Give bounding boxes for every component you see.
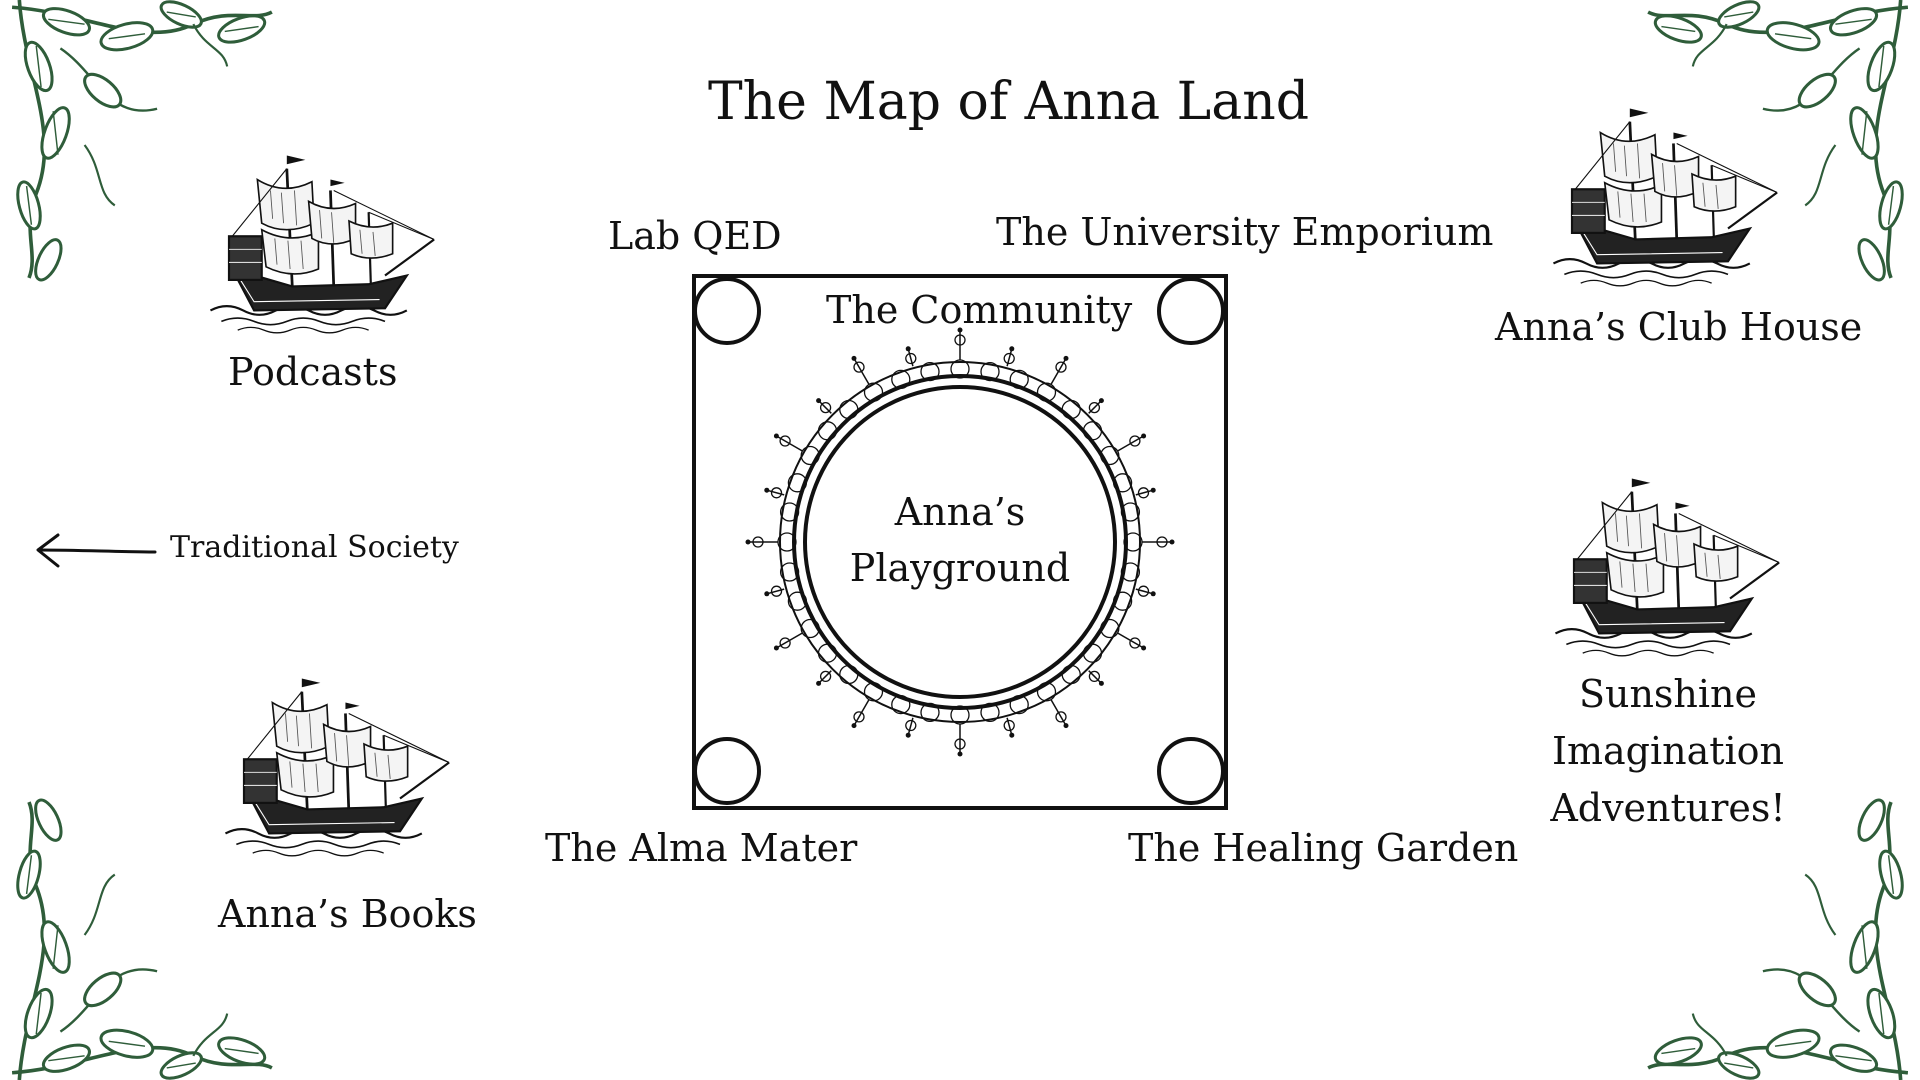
- lab-qed-label: Lab QED: [608, 214, 782, 258]
- podcasts-label: Podcasts: [228, 350, 398, 394]
- annas-books-label: Anna’s Books: [218, 892, 477, 936]
- healing-garden-label: The Healing Garden: [1128, 826, 1519, 870]
- annas-club-house-label: Anna’s Club House: [1495, 305, 1863, 349]
- corner-circle-bottom-right: [1157, 737, 1225, 805]
- corner-circle-top-left: [693, 277, 761, 345]
- ship-icon: [220, 668, 460, 868]
- ship-icon: [1548, 98, 1788, 298]
- annas-playground-label: Anna’s Playground: [840, 484, 1080, 596]
- community-label: The Community: [826, 288, 1133, 332]
- sunshine-adventures-label: Sunshine Imagination Adventures!: [1540, 666, 1796, 837]
- ornamental-medallion-icon: [745, 327, 1175, 757]
- playground-line-1: Anna’s: [894, 490, 1026, 534]
- university-emporium-label: The University Emporium: [996, 210, 1494, 254]
- page-title: The Map of Anna Land: [708, 72, 1309, 132]
- ship-icon: [205, 145, 445, 345]
- alma-mater-label: The Alma Mater: [545, 826, 858, 870]
- map-diagram: [690, 272, 1230, 812]
- corner-circle-top-right: [1157, 277, 1225, 345]
- arrow-left-icon: [30, 530, 160, 570]
- ship-icon: [1550, 468, 1790, 668]
- imagination-line: Imagination: [1551, 729, 1785, 773]
- corner-circle-bottom-left: [693, 737, 761, 805]
- map-border: [692, 274, 1228, 810]
- traditional-society-label: Traditional Society: [170, 530, 459, 565]
- adventures-line: Adventures!: [1550, 786, 1786, 830]
- sunshine-line: Sunshine: [1578, 672, 1758, 716]
- playground-line-2: Playground: [849, 546, 1071, 590]
